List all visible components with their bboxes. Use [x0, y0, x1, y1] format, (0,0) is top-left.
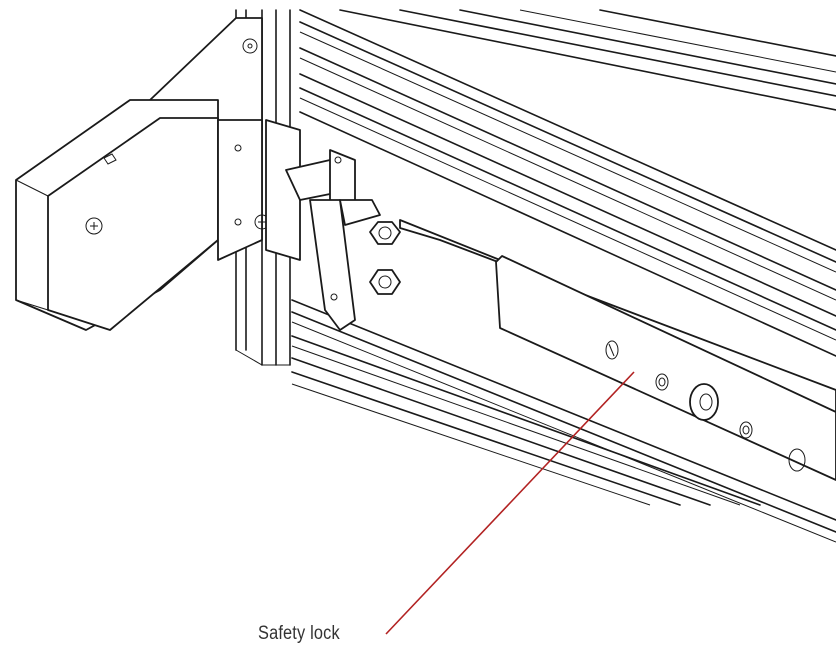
bolt-hole-icon: [655, 373, 669, 391]
aluminum-rail-assembly: [291, 9, 836, 543]
motor-housing: [15, 99, 270, 331]
bolt-hole-icon: [739, 421, 753, 439]
hinge-clamp: [265, 119, 381, 331]
callout-leader-line: [385, 371, 635, 635]
nut-icon: [369, 221, 401, 245]
nut-icon: [369, 269, 401, 295]
safety-lock-plate: [399, 219, 836, 481]
bolt-hole-icon: [689, 383, 719, 421]
bolt-hole-icon: [605, 340, 619, 360]
screw-head-icon: [85, 217, 103, 235]
safety-lock-label: Safety lock: [258, 623, 340, 644]
bolt-hole-icon: [788, 448, 806, 472]
